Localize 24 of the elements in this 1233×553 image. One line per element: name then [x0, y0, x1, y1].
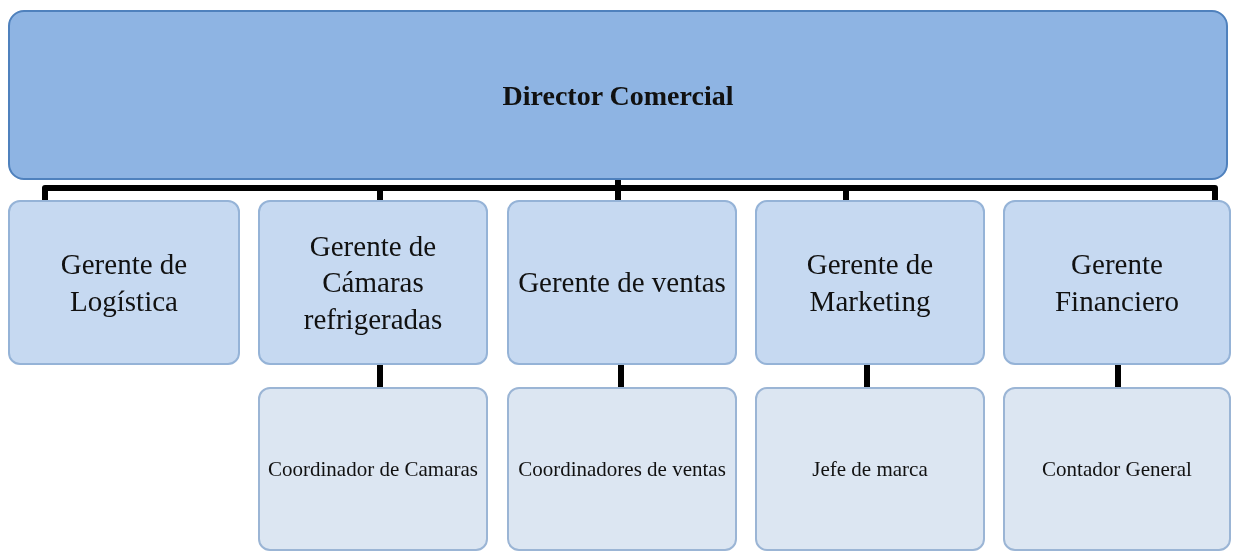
- role-title: Contador General: [1042, 455, 1192, 483]
- org-box: [1003, 387, 1231, 551]
- connector-line: [618, 362, 624, 390]
- role-title: Coordinador de Camaras: [268, 455, 478, 483]
- connector-line: [864, 362, 870, 390]
- org-box: [755, 387, 985, 551]
- org-box: [8, 10, 1228, 180]
- org-box: [1003, 200, 1231, 365]
- org-box: [507, 387, 737, 551]
- role-title: Gerente de ventas: [518, 265, 726, 301]
- connector-line: [1115, 362, 1121, 390]
- role-title: Director Comercial: [502, 78, 734, 113]
- role-title: Gerente de Cámaras refrigeradas: [302, 229, 444, 337]
- role-title: Jefe de marca: [812, 455, 928, 483]
- role-title: Gerente Financiero: [1054, 247, 1180, 319]
- org-box: [8, 200, 240, 365]
- role-title: Gerente de Logística: [59, 247, 189, 319]
- connector-line: [377, 362, 383, 390]
- role-title: Gerente de Marketing: [805, 247, 935, 319]
- org-box: [507, 200, 737, 365]
- org-box: [258, 200, 488, 365]
- org-box: [258, 387, 488, 551]
- role-title: Coordinadores de ventas: [518, 455, 726, 483]
- org-box: [755, 200, 985, 365]
